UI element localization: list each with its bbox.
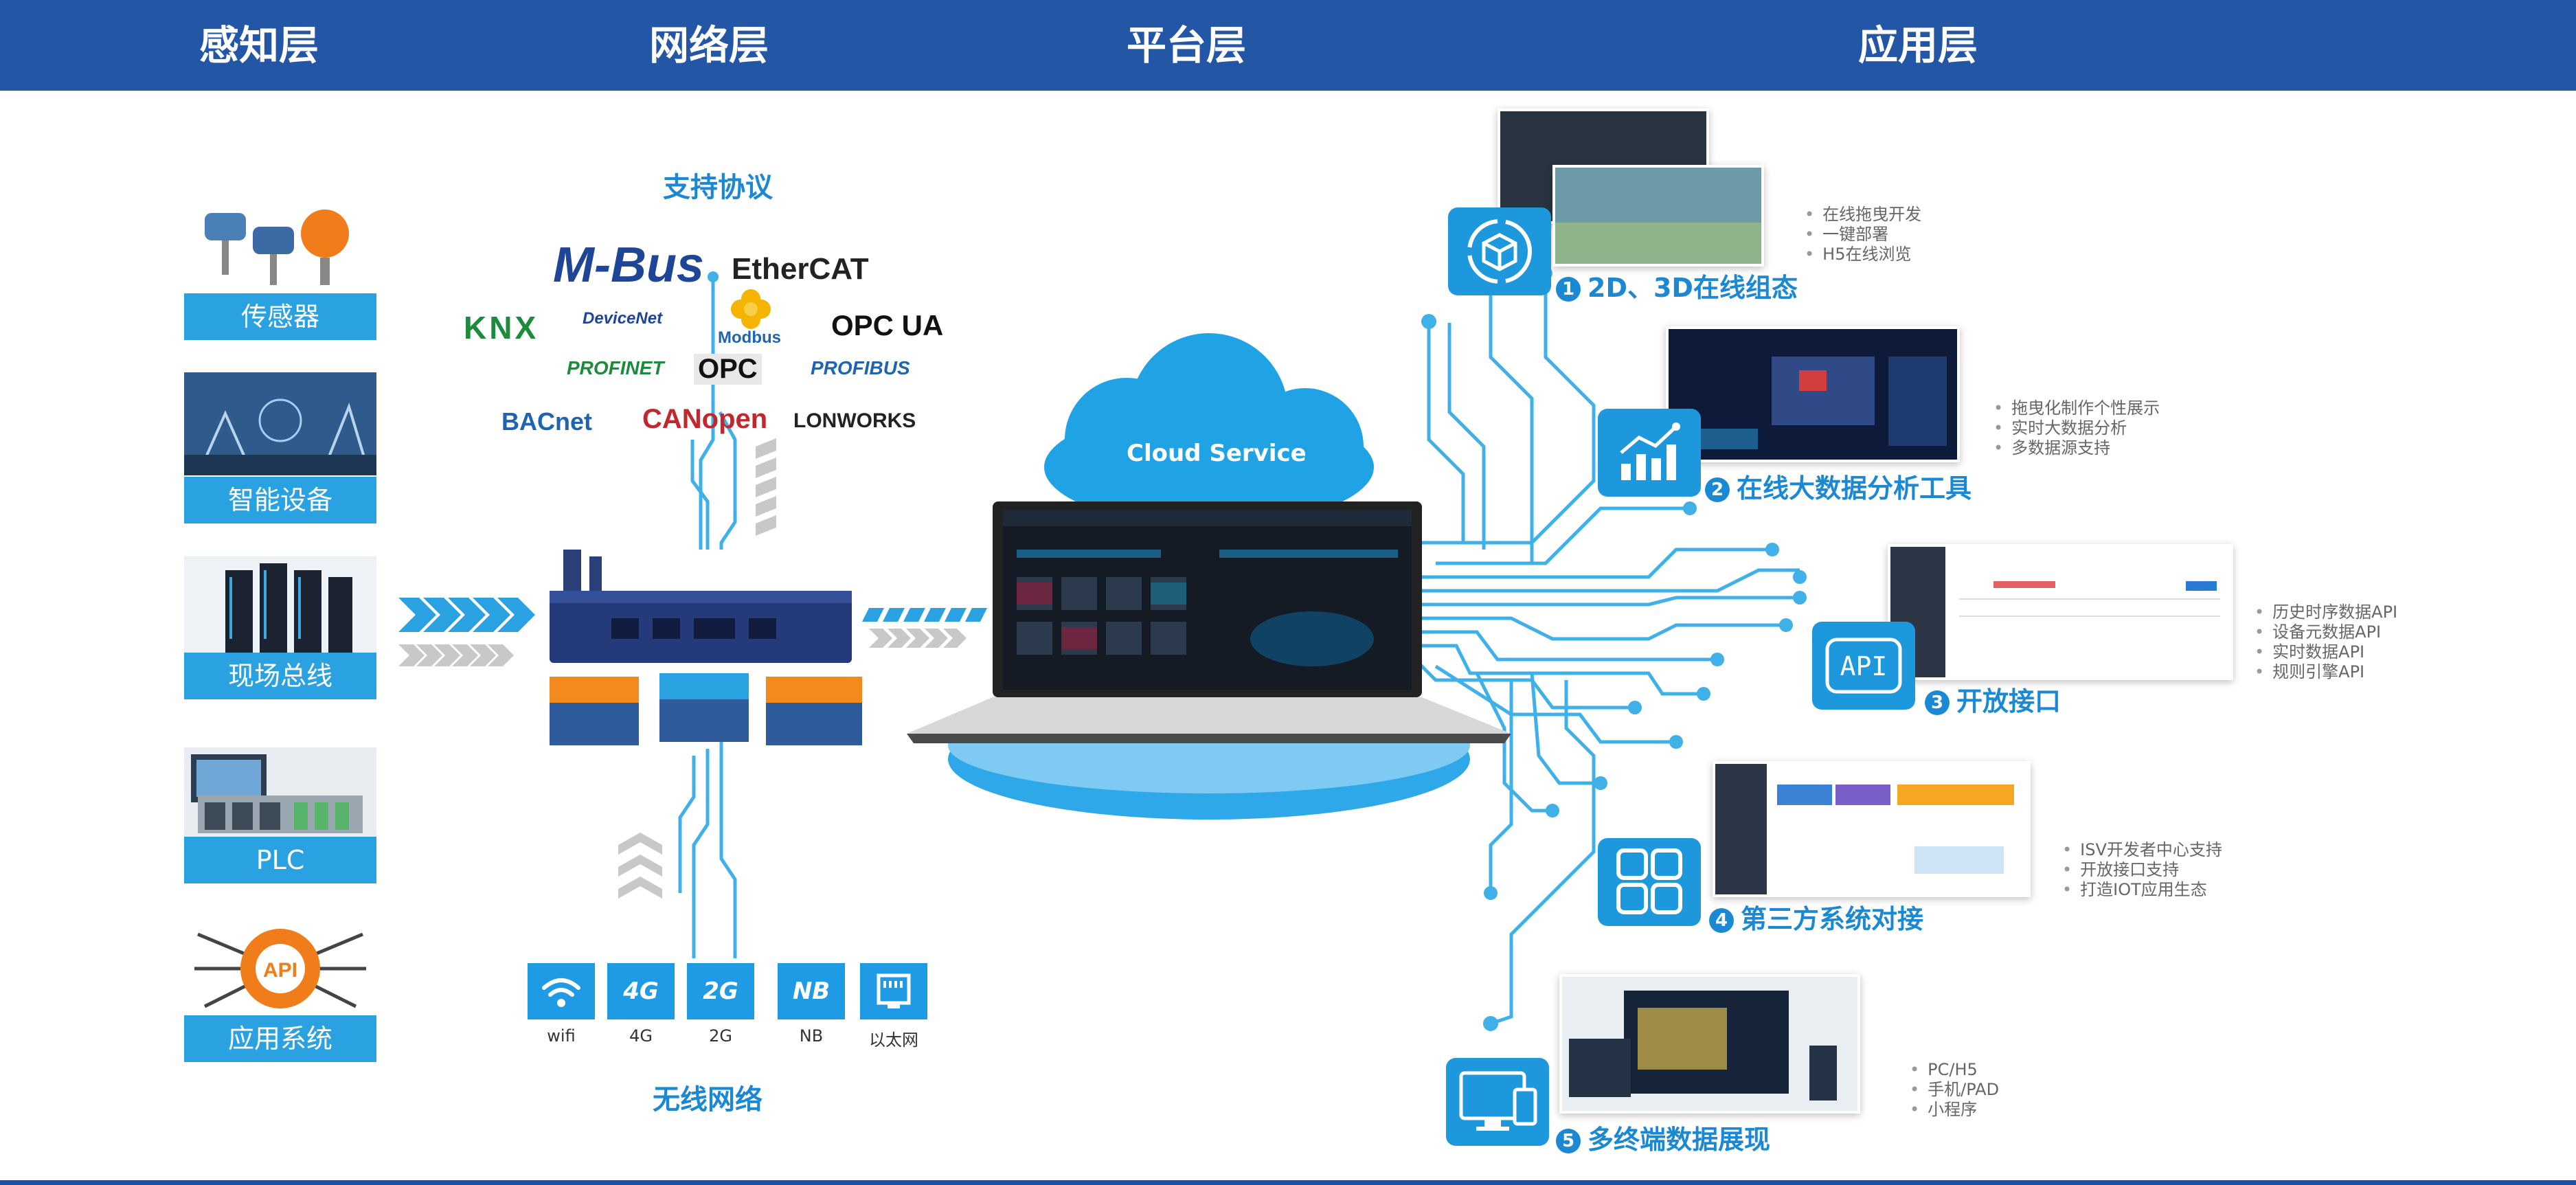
modbus-flower-icon — [731, 289, 771, 329]
list-item: 规则引擎API — [2255, 662, 2397, 682]
protocol-opc-ua: OPC UA — [831, 309, 944, 341]
app1-bullets: 在线拖曳开发 一键部署 H5在线浏览 — [1805, 205, 1921, 264]
protocol-profinet: PROFINET — [567, 357, 664, 379]
4g-icon: 4G — [607, 963, 675, 1019]
cube-cycle-icon — [1448, 207, 1551, 295]
list-item: H5在线浏览 — [1805, 245, 1921, 264]
list-item: 实时数据API — [2255, 642, 2397, 662]
protocol-mbus: M-Bus — [553, 238, 704, 293]
protocol-profibus: PROFIBUS — [811, 357, 910, 379]
list-item: 历史时序数据API — [2255, 602, 2397, 622]
app3-number: 3 — [1925, 690, 1950, 715]
protocol-canopen: CANopen — [642, 404, 768, 434]
protocol-lonworks: LONWORKS — [793, 409, 916, 432]
smart-device-label: 智能设备 — [184, 477, 376, 523]
app-system-label: 应用系统 — [184, 1015, 376, 1062]
header-platform-layer: 平台层 — [1127, 22, 1247, 69]
grid-icon — [1598, 838, 1701, 926]
app2-bullets: 拖曳化制作个性展示 实时大数据分析 多数据源支持 — [1993, 398, 2160, 458]
plc-label: PLC — [184, 837, 376, 883]
wifi-label: wifi — [547, 1026, 576, 1046]
list-item: 多数据源支持 — [1993, 438, 2160, 458]
api-gear-icon: API — [194, 929, 366, 1008]
list-item: ISV开发者中心支持 — [2062, 840, 2222, 860]
nb-icon: NB — [778, 963, 845, 1019]
list-item: 在线拖曳开发 — [1805, 205, 1921, 225]
nb-label: NB — [799, 1026, 824, 1046]
header-perception-layer: 感知层 — [199, 22, 319, 69]
list-item: 打造IOT应用生态 — [2062, 880, 2222, 900]
2g-label: 2G — [709, 1026, 732, 1046]
protocol-devicenet: DeviceNet — [583, 309, 663, 328]
app2-screenshot — [1666, 326, 1960, 462]
list-item: 手机/PAD — [1910, 1080, 1999, 1100]
api-badge-text: API — [263, 959, 297, 982]
plc-icon — [184, 747, 376, 837]
protocol-modbus: Modbus — [718, 328, 781, 347]
list-item: PC/H5 — [1910, 1060, 1999, 1080]
monitor-icon — [1446, 1058, 1549, 1146]
wireless-title: 无线网络 — [653, 1084, 762, 1116]
app3-screenshot — [1888, 544, 2233, 680]
protocol-knx: KNX — [464, 310, 539, 346]
laptop-illustration — [907, 501, 1511, 743]
server-rack-icon — [184, 556, 376, 653]
list-item: 一键部署 — [1805, 225, 1921, 245]
protocol-bacnet: BACnet — [501, 407, 592, 436]
cloud-shape — [1044, 333, 1374, 526]
list-item: 设备元数据API — [2255, 622, 2397, 642]
app3-bullets: 历史时序数据API 设备元数据API 实时数据API 规则引擎API — [2255, 602, 2397, 682]
header-bar: 感知层 网络层 平台层 应用层 — [0, 0, 2576, 91]
sensor-label: 传感器 — [184, 293, 376, 340]
app5-bullets: PC/H5 手机/PAD 小程序 — [1910, 1060, 1999, 1120]
app1-number: 1 — [1556, 277, 1581, 302]
api-icon-text: API — [1840, 651, 1888, 681]
app1-screenshot-front — [1552, 165, 1764, 267]
protocols-title: 支持协议 — [663, 172, 773, 203]
app5-screenshot — [1559, 974, 1860, 1114]
header-network-layer: 网络层 — [649, 22, 769, 69]
smart-device-icon — [184, 372, 376, 475]
protocol-ethercat: EtherCAT — [732, 252, 869, 286]
app2-number: 2 — [1705, 477, 1730, 502]
sensor-icon — [205, 210, 349, 285]
protocol-opc: OPC — [694, 354, 762, 385]
list-item: 开放接口支持 — [2062, 860, 2222, 880]
bar-chart-icon — [1598, 409, 1701, 497]
footer-line — [0, 1180, 2576, 1185]
ethernet-icon — [860, 963, 927, 1019]
list-item: 拖曳化制作个性展示 — [1993, 398, 2160, 418]
4g-label: 4G — [629, 1026, 653, 1046]
2g-icon: 2G — [687, 963, 754, 1019]
ethernet-label: 以太网 — [869, 1030, 918, 1050]
app4-number: 4 — [1709, 908, 1734, 933]
gateway-hardware — [550, 550, 862, 745]
cloud-service-label: Cloud Service — [1127, 440, 1307, 467]
app4-screenshot — [1713, 761, 2031, 897]
api-icon: API — [1812, 622, 1915, 710]
fieldbus-label: 现场总线 — [184, 653, 376, 699]
list-item: 实时大数据分析 — [1993, 418, 2160, 438]
list-item: 小程序 — [1910, 1100, 1999, 1120]
app5-number: 5 — [1556, 1129, 1581, 1153]
header-application-layer: 应用层 — [1858, 22, 1978, 69]
app4-bullets: ISV开发者中心支持 开放接口支持 打造IOT应用生态 — [2062, 840, 2222, 900]
wifi-icon — [528, 963, 595, 1019]
